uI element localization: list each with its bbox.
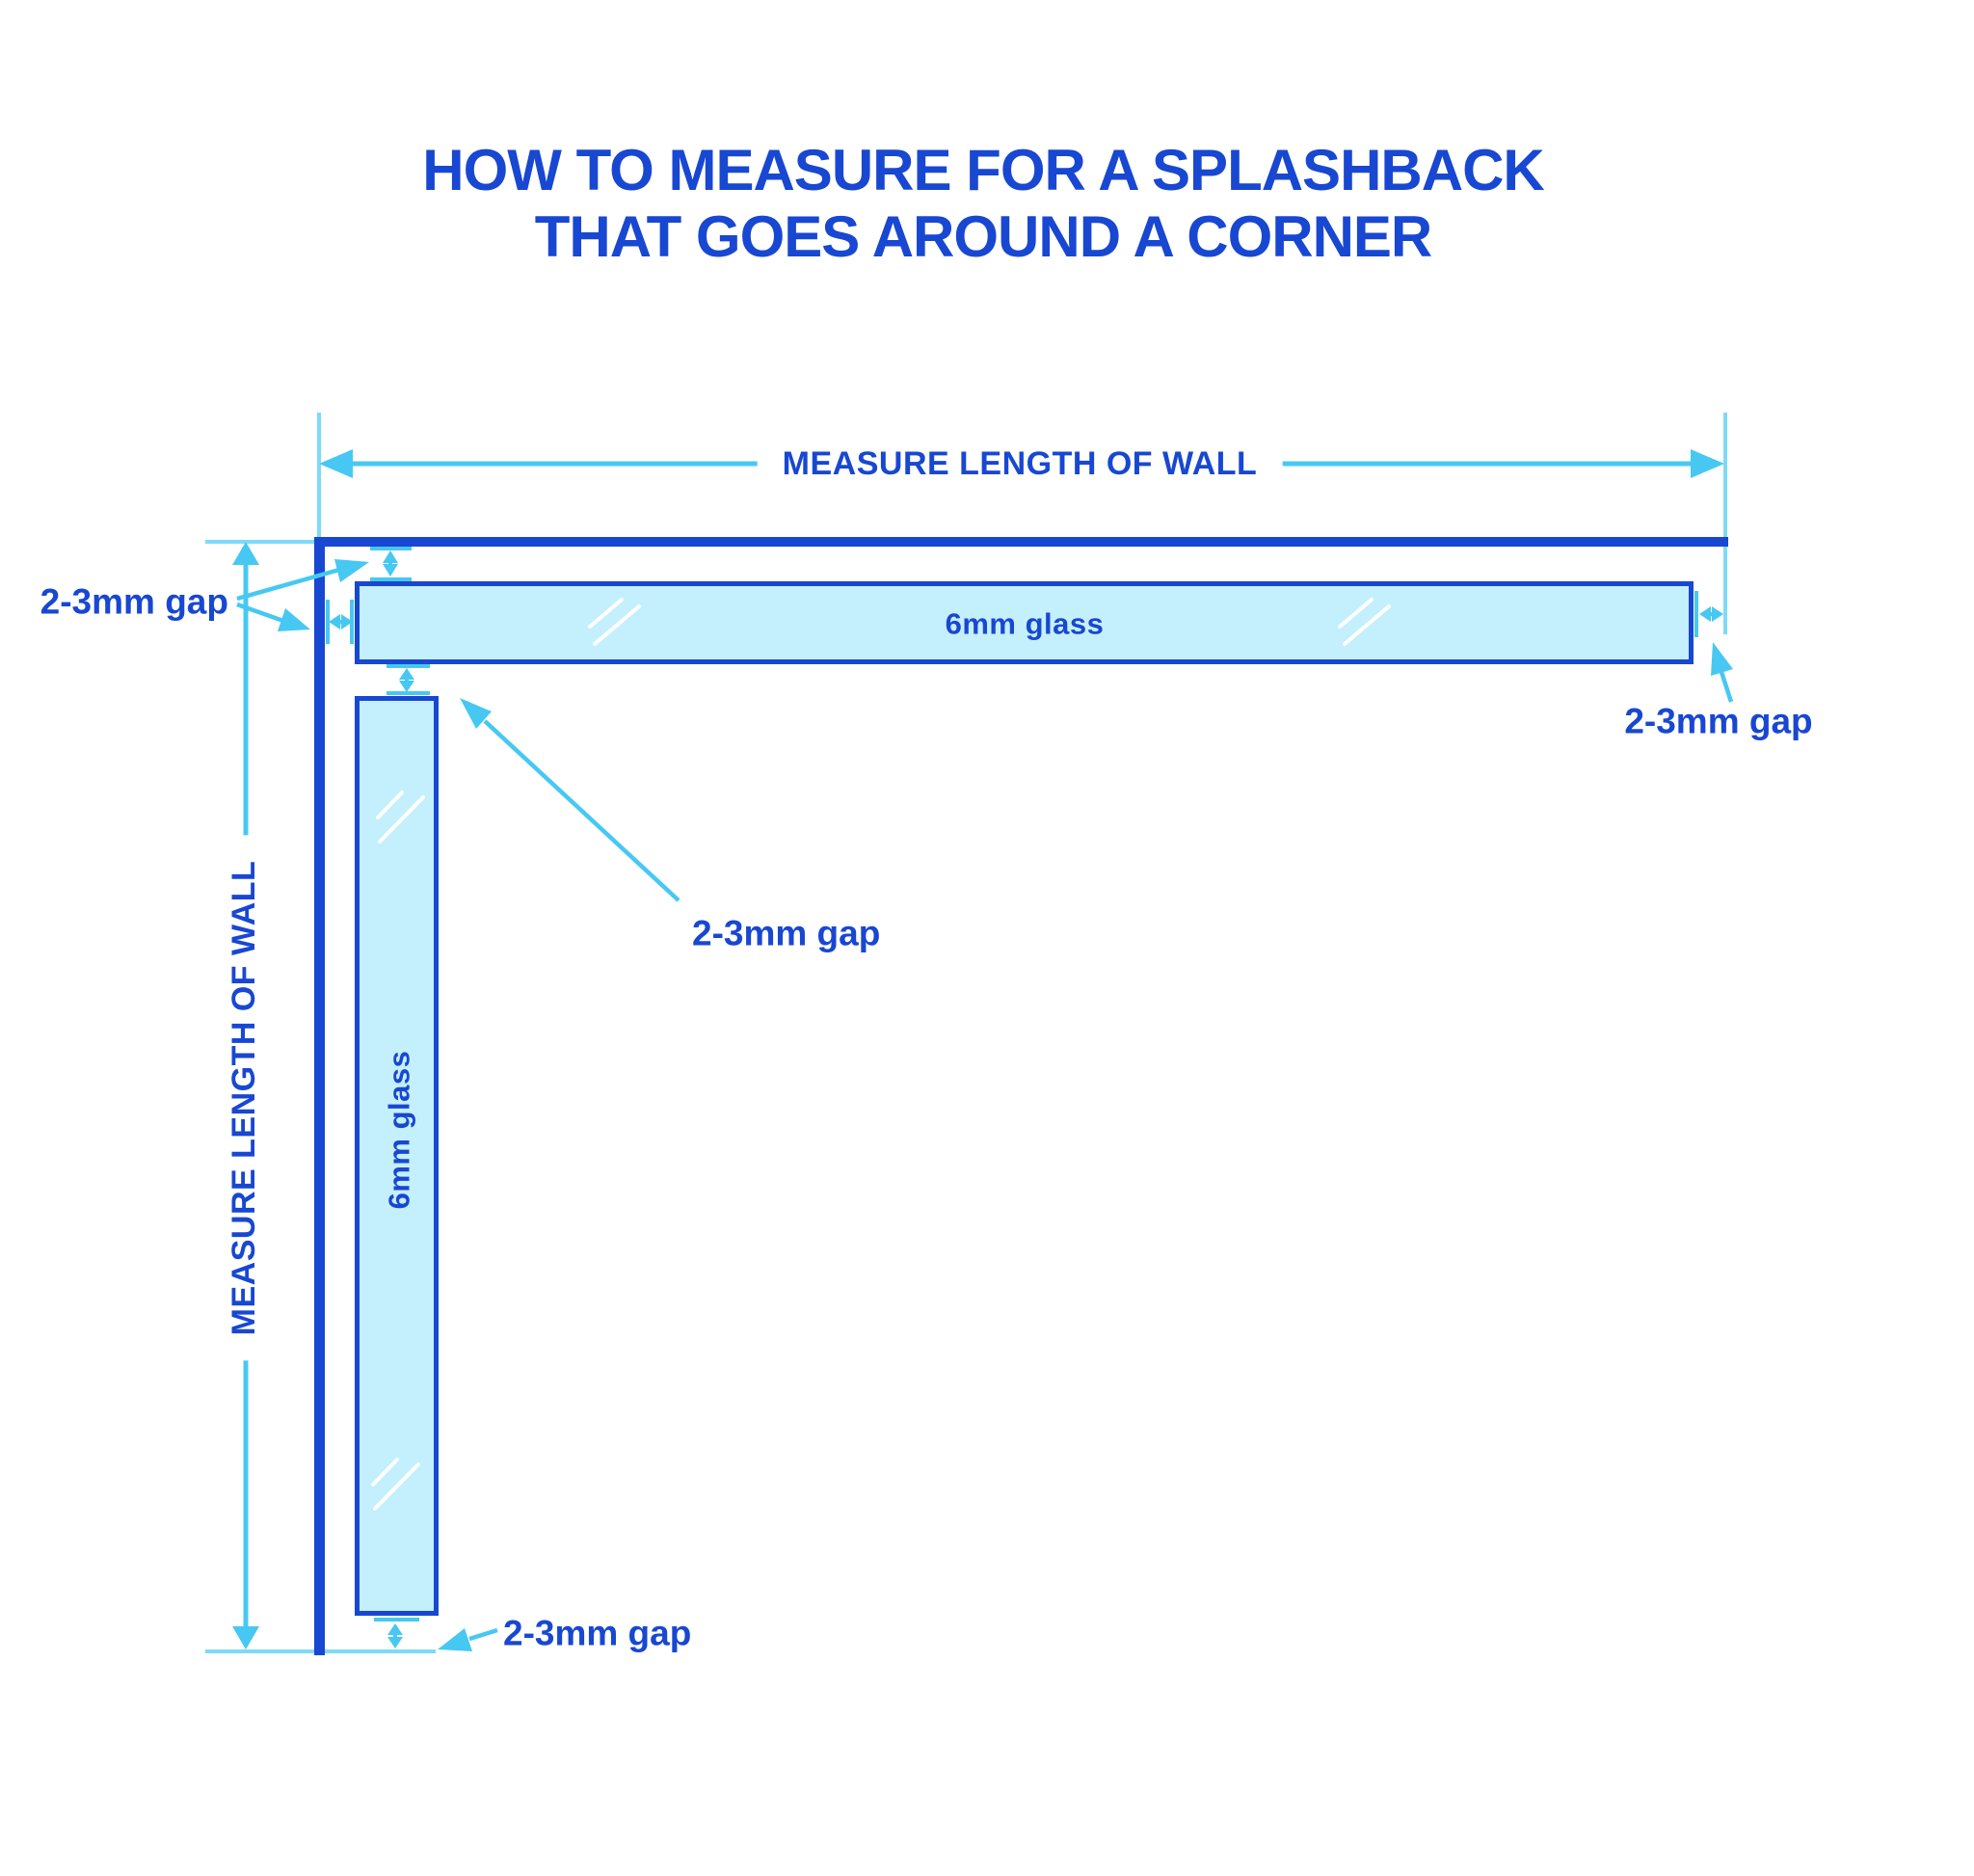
gap-arrowhead-icon: [387, 1623, 403, 1635]
glass-label-horizontal: 6mm glass: [945, 606, 1105, 641]
leader-arrowhead-icon: [334, 559, 369, 582]
glass-panel-horizontal: [355, 581, 1694, 664]
gap-arrowhead-icon: [399, 681, 414, 692]
gap-arrowhead-icon: [1712, 606, 1723, 622]
arrowhead-right-icon: [1691, 449, 1724, 478]
gap-marker-between-panels: [387, 664, 430, 695]
arrowhead-down-icon: [232, 1626, 259, 1649]
leader-line: [483, 719, 680, 902]
shine-icon: [1338, 598, 1374, 629]
page-title-line2: THAT GOES AROUND A CORNER: [534, 204, 1433, 269]
gap-arrowhead-icon: [1699, 606, 1711, 622]
shine-icon: [376, 791, 404, 819]
arrowhead-up-icon: [232, 542, 259, 565]
shine-icon: [371, 1458, 399, 1487]
leader-line: [236, 602, 284, 624]
gap-marker-top: [370, 547, 412, 581]
gap-marker-corner-horizontal: [326, 600, 354, 644]
arrowhead-left-icon: [319, 449, 353, 478]
gap-arrowhead-icon: [341, 614, 353, 630]
glass-panels: [355, 581, 1694, 1616]
dimension-label-left: MEASURE LENGTH OF WALL: [222, 835, 266, 1361]
gap-arrowhead-icon: [399, 668, 414, 680]
gap-marker-bottom: [374, 1618, 419, 1648]
gap-label-bottom: 2-3mm gap: [503, 1613, 692, 1653]
leader-arrowhead-icon: [438, 1628, 472, 1651]
page-title: HOW TO MEASURE FOR A SPLASHBACK THAT GOE…: [422, 137, 1544, 270]
shine-icon: [1343, 604, 1391, 646]
gap-arrowhead-icon: [387, 1637, 403, 1648]
gap-marker-right: [1694, 591, 1723, 637]
leader-line: [1719, 671, 1734, 703]
leader-arrowhead-icon: [278, 608, 310, 631]
leader-arrowhead-icon: [460, 698, 492, 729]
wall-left: [314, 537, 325, 1655]
gap-label-right: 2-3mm gap: [1624, 701, 1813, 741]
page-title-line1: HOW TO MEASURE FOR A SPLASHBACK: [422, 138, 1544, 202]
gap-arrowhead-icon: [383, 550, 398, 563]
leader-line: [468, 1627, 498, 1642]
shine-icon: [373, 1462, 420, 1511]
leader-line: [236, 567, 340, 602]
gap-arrowhead-icon: [383, 564, 398, 576]
leader-arrowhead-icon: [1711, 642, 1733, 676]
glass-label-vertical: 6mm glass: [382, 1050, 416, 1210]
gap-label-left: 2-3mm gap: [40, 581, 228, 622]
glass-shine-marks: [371, 598, 1391, 1511]
walls: [314, 537, 1728, 1655]
leader-arrows: [236, 559, 1734, 1651]
shine-icon: [593, 604, 641, 646]
shine-icon: [588, 598, 624, 629]
shine-icon: [378, 795, 425, 844]
dimension-label-top: MEASURE LENGTH OF WALL: [757, 442, 1283, 486]
wall-top: [314, 537, 1728, 547]
gap-label-corner: 2-3mm gap: [692, 913, 881, 953]
gap-arrowhead-icon: [329, 614, 340, 630]
